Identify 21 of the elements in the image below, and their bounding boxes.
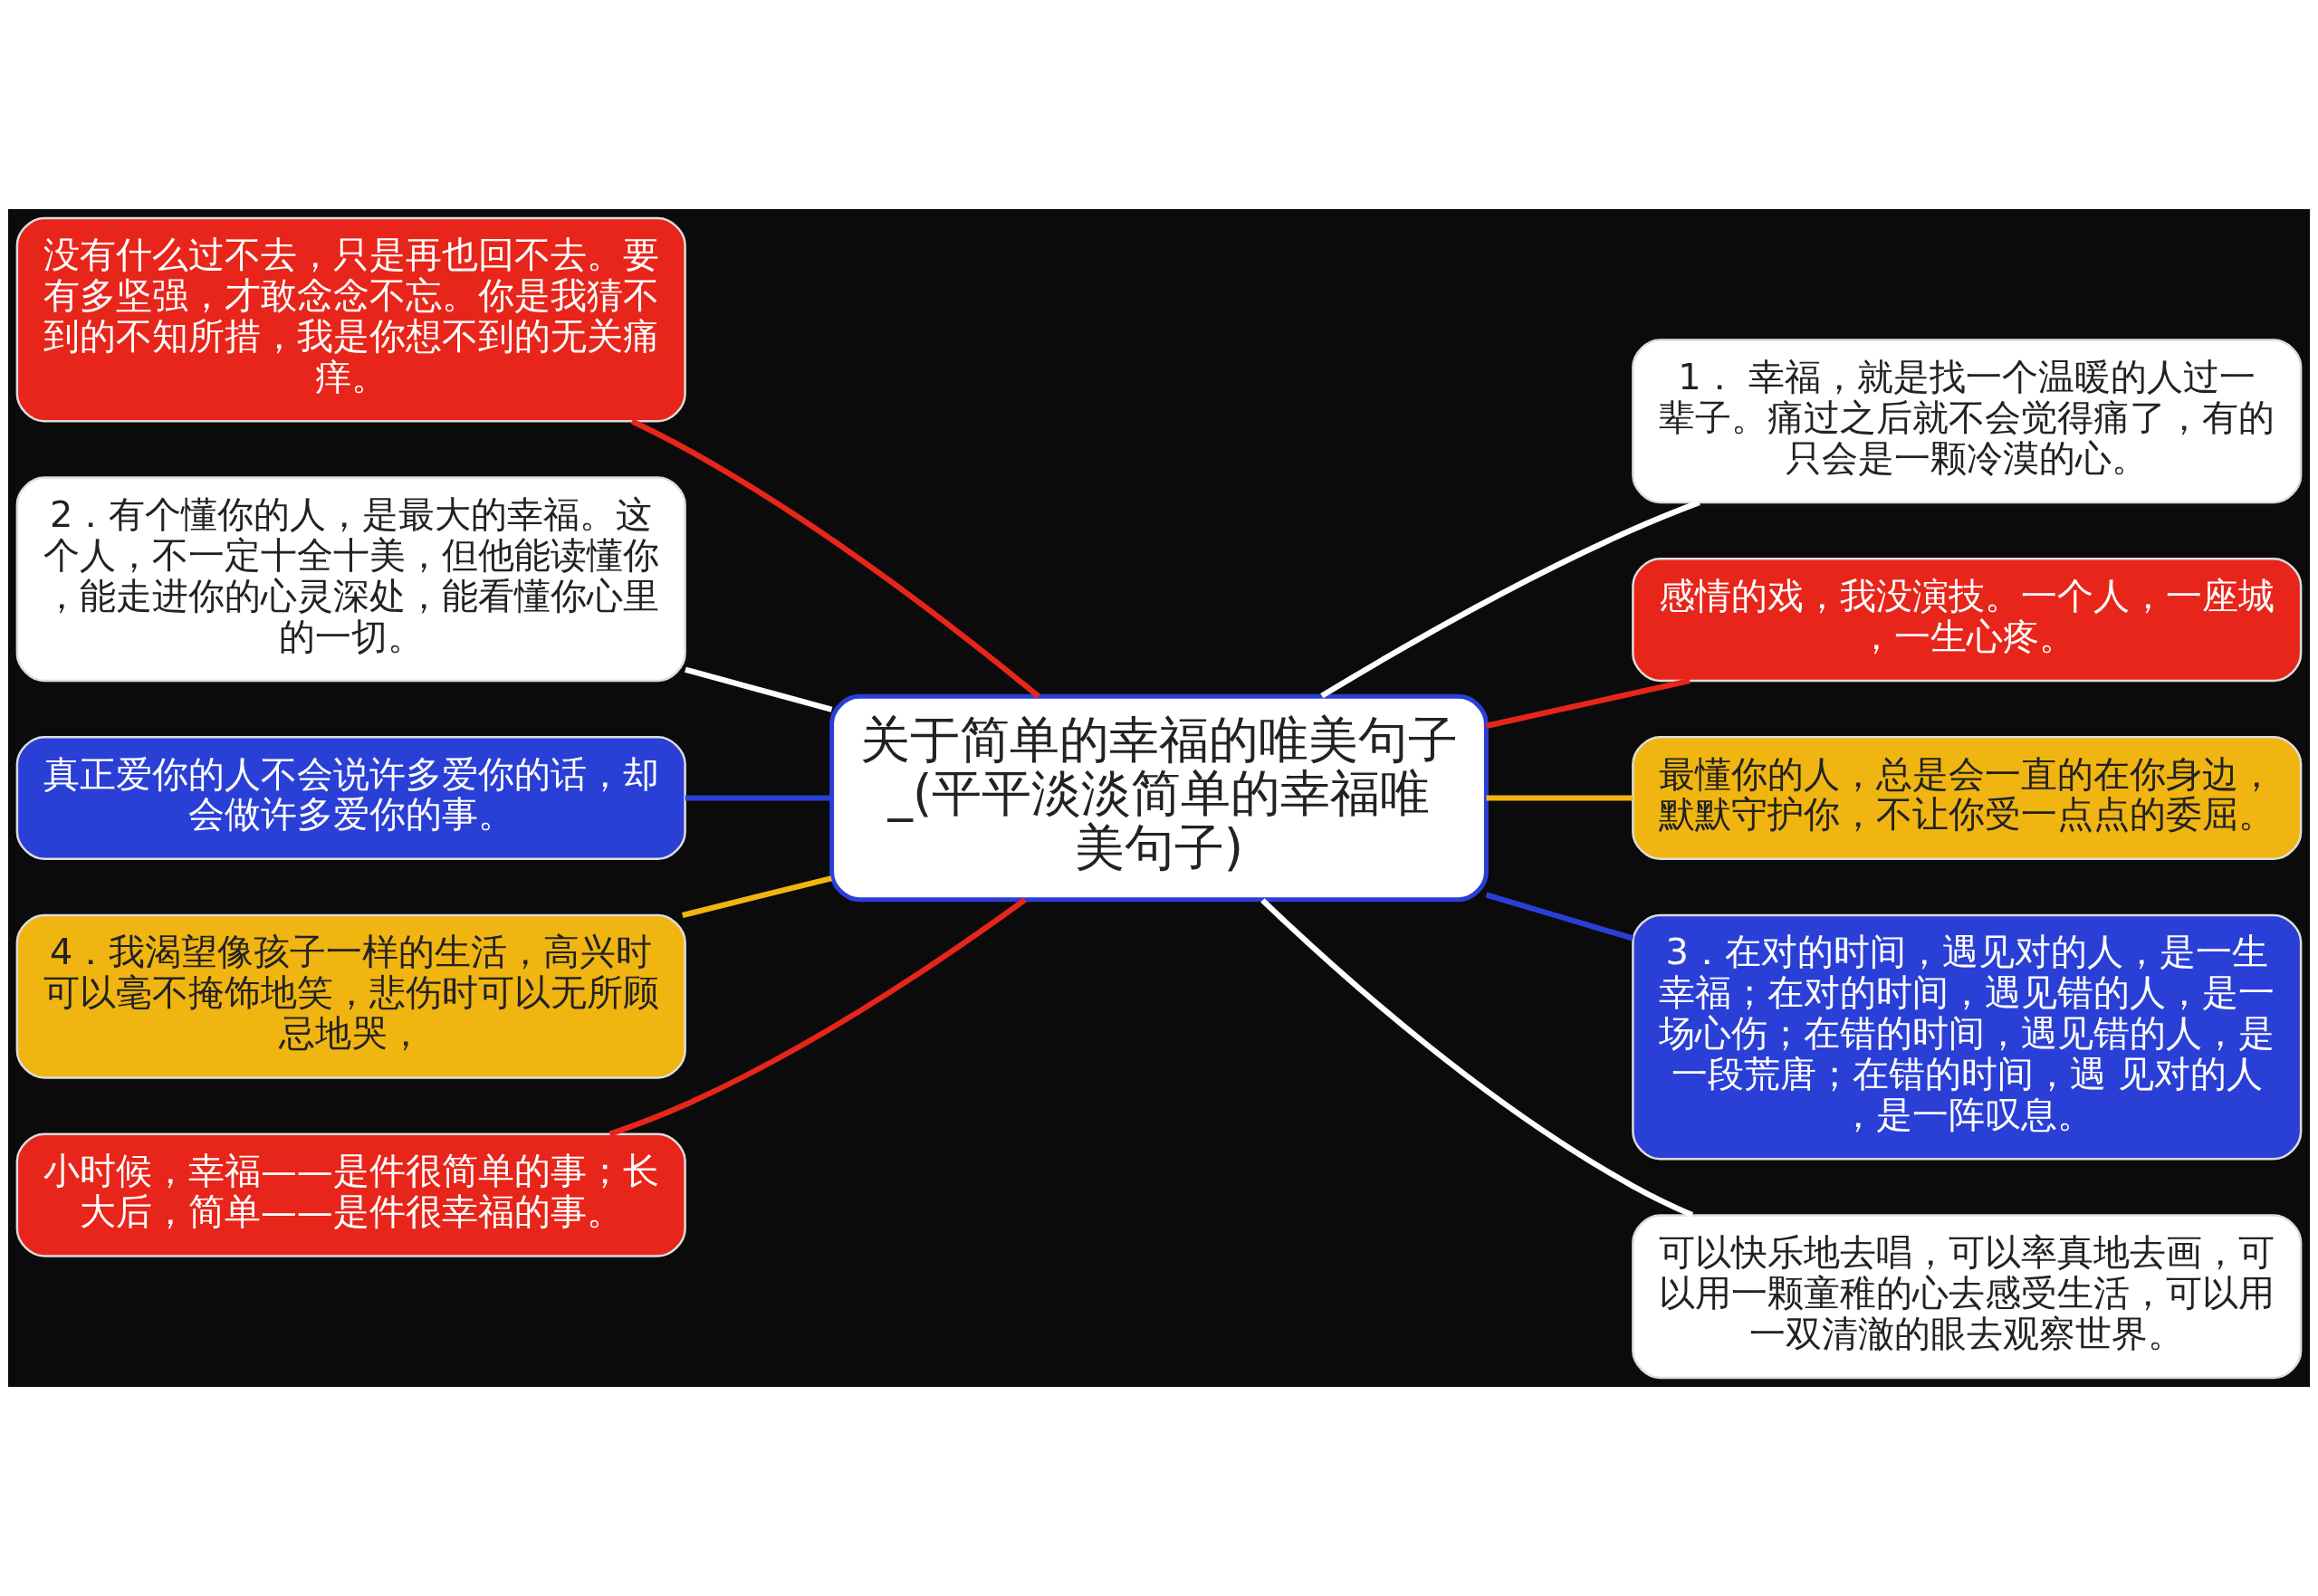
node-box: 3．在对的时间，遇见对的人，是一生幸福；在对的时间，遇见错的人，是一场心伤；在错的时间，遇见错的人，是一段荒唐；在错的时间，遇 见对的人，是一阵叹息。 <box>1632 913 2303 1161</box>
connector <box>1260 898 1694 1219</box>
connector <box>1485 677 1691 729</box>
node-box: 小时候，幸福——是件很简单的事；长大后，简单——是件很幸福的事。 <box>15 1132 686 1257</box>
node-box: 没有什么过不去，只是再也回不去。要有多坚强，才敢念念不忘。你是我猜不到的不知所措，我是你想不到的无关痛痒。 <box>15 216 686 423</box>
node-box: 真正爱你的人不会说许多爱你的话，却会做许多爱你的事。 <box>15 735 686 861</box>
node-box: 1． 幸福，就是找一个温暖的人过一辈子。痛过之后就不会觉得痛了，有的只会是一颗冷漠的心。 <box>1632 339 2303 504</box>
connector <box>685 795 832 801</box>
connector <box>681 875 832 918</box>
node-box: 最懂你的人，总是会一直的在你身边，默默守护你，不让你受一点点的委屈。 <box>1632 735 2303 861</box>
connector <box>630 418 1041 699</box>
connector <box>1320 500 1700 699</box>
node-box: 2．有个懂你的人，是最大的幸福。这个人，不一定十全十美，但他能读懂你，能走进你的心灵深处，能看懂你心里的一切。 <box>15 476 686 683</box>
node-box: 4．我渴望像孩子一样的生活，高兴时可以毫不掩饰地笑，悲伤时可以无所顾忌地哭， <box>15 913 686 1079</box>
node-box: 关于简单的幸福的唯美句子_(平平淡淡简单的幸福唯美句子) <box>829 693 1489 903</box>
node-box: 可以快乐地去唱，可以率真地去画，可以用一颗童稚的心去感受生活，可以用一双清澈的眼去观察世界。 <box>1632 1214 2303 1380</box>
node-box: 感情的戏，我没演技。一个人，一座城，一生心疼。 <box>1632 558 2303 683</box>
connector <box>1486 795 1633 801</box>
connector <box>608 897 1027 1137</box>
connector <box>1485 892 1634 941</box>
connector <box>685 666 833 712</box>
